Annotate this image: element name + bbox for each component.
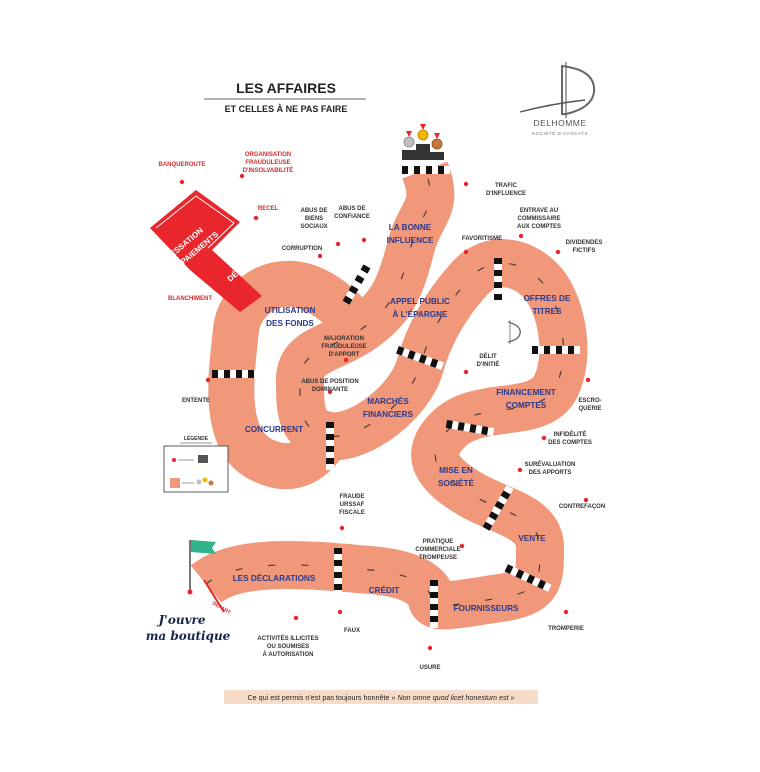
red-annotations: BANQUEROUTE ORGANISATION FRAUDULEUSE D'I…: [158, 152, 293, 302]
ann-entrave-3: AUX COMPTES: [517, 224, 561, 230]
ann-favoritisme: FAVORITISME: [462, 236, 502, 242]
page-subtitle: ET CELLES À NE PAS FAIRE: [225, 104, 348, 114]
square-bonne-influence-1: LA BONNE: [389, 223, 432, 232]
ann-corruption: CORRUPTION: [282, 246, 322, 252]
ann-activites-2: OU SOUMISES: [267, 644, 309, 650]
handwriting-line2: ma boutique: [146, 629, 231, 643]
ann-entente: ENTENTE: [182, 398, 210, 404]
square-marches-2: FINANCIERS: [363, 410, 414, 419]
legend-box: LÉGENDE: [163, 434, 229, 493]
ann-abus-biens-2: BIENS: [305, 216, 323, 222]
ann-tromperie: TROMPERIE: [548, 626, 584, 632]
ann-organisation-1: ORGANISATION: [245, 152, 291, 158]
ann-pratique-1: PRATIQUE: [423, 539, 454, 545]
ann-entrave-1: ENTRAVE AU: [520, 208, 558, 214]
page-title: LES AFFAIRES: [236, 80, 336, 96]
legend-square-icon: [170, 478, 180, 488]
logo-tagline: SOCIÉTÉ D'AVOCATS: [532, 130, 588, 136]
ann-fraude-1: FRAUDE: [340, 494, 365, 500]
square-appel-public-1: APPEL PUBLIC: [390, 297, 450, 306]
square-appel-public-2: À L'ÉPARGNE: [392, 309, 448, 319]
annotations: TRAFIC D'INFLUENCE ENTRAVE AU COMMISSAIR…: [182, 183, 605, 671]
ann-infidelite-1: INFIDÉLITÉ: [554, 430, 587, 438]
square-offres-2: TITRES: [532, 307, 562, 316]
ann-entrave-2: COMMISSAIRE: [517, 216, 560, 222]
podium-icon: [402, 124, 444, 160]
delhomme-logo: DELHOMME SOCIÉTÉ D'AVOCATS: [519, 62, 596, 136]
footer-text: Ce qui est permis n'est pas toujours hon…: [247, 693, 514, 702]
ann-fraude-3: FISCALE: [339, 510, 365, 516]
mini-logo-icon: [507, 320, 521, 344]
square-marches-1: MARCHÉS: [367, 396, 409, 406]
ann-abus-position-1: ABUS DE POSITION: [301, 379, 358, 385]
legend-title: LÉGENDE: [184, 434, 209, 442]
flag-icon: [187, 540, 216, 595]
ann-majoration-2: FRAUDULEUSE: [321, 344, 366, 350]
footer-banner: Ce qui est permis n'est pas toujours hon…: [224, 690, 538, 704]
ann-infidelite-2: DES COMPTES: [548, 440, 592, 446]
ann-trafic-2: D'INFLUENCE: [486, 191, 526, 197]
ann-usure: USURE: [419, 665, 440, 671]
square-labels: LA BONNE INFLUENCE UTILISATION DES FONDS…: [233, 223, 571, 613]
ann-activites-3: À AUTORISATION: [263, 651, 314, 658]
ann-surevaluation-2: DES APPORTS: [529, 470, 572, 476]
ann-organisation-3: D'INSOLVABILITÉ: [243, 166, 294, 174]
ann-escroquerie-2: QUERIE: [578, 406, 601, 412]
square-financement-2: COMPTES: [506, 401, 547, 410]
ann-dividendes-1: DIVIDENDES: [566, 240, 603, 246]
ann-majoration-3: D'APPORT: [329, 352, 360, 358]
ann-faux: FAUX: [344, 628, 360, 634]
square-fournisseurs: FOURNISSEURS: [453, 604, 519, 613]
ann-escroquerie-1: ESCRO-: [578, 398, 601, 404]
legend-court-icon: [198, 455, 208, 463]
ann-pratique-3: TROMPEUSE: [419, 555, 457, 561]
ann-surevaluation-1: SURÉVALUATION: [525, 460, 576, 468]
ann-organisation-2: FRAUDULEUSE: [245, 160, 290, 166]
ann-contrefacon: CONTREFAÇON: [559, 504, 605, 510]
ann-abus-confiance-2: CONFIANCE: [334, 214, 370, 220]
ann-majoration-1: MAJORATION: [324, 336, 364, 342]
square-concurrent: CONCURRENT: [245, 425, 303, 434]
square-utilisation-1: UTILISATION: [265, 306, 316, 315]
square-bonne-influence-2: INFLUENCE: [387, 236, 434, 245]
logo-name: DELHOMME: [533, 118, 586, 128]
penalty-zone: CESSATION DES PAIEMENTS DÉFICIT: [150, 190, 262, 312]
ann-recel: RECEL: [258, 206, 279, 212]
ann-banqueroute: BANQUEROUTE: [158, 162, 205, 168]
legend-pin-icon: [172, 458, 176, 462]
ann-delit-initie-2: D'INITIÉ: [477, 360, 500, 368]
square-mise-en-societe-2: SOCIÉTÉ: [438, 478, 474, 488]
ann-abus-confiance-1: ABUS DE: [338, 206, 365, 212]
square-financement-1: FINANCEMENT: [496, 388, 556, 397]
ann-abus-biens-1: ABUS DE: [300, 208, 327, 214]
ann-activites-1: ACTIVITÉS ILLICITES: [257, 634, 318, 642]
square-vente: VENTE: [518, 534, 546, 543]
ann-abus-biens-3: SOCIAUX: [300, 224, 327, 230]
ann-abus-position-2: DOMINANTE: [312, 387, 348, 393]
annotation-pins: [179, 173, 591, 651]
square-utilisation-2: DES FONDS: [266, 319, 314, 328]
ann-delit-initie-1: DÉLIT: [479, 352, 497, 360]
ann-blanchiment: BLANCHIMENT: [168, 296, 212, 302]
square-offres-1: OFFRES DE: [524, 294, 571, 303]
ann-pratique-2: COMMERCIALE: [415, 547, 460, 553]
square-mise-en-societe-1: MISE EN: [439, 466, 473, 475]
square-declarations: LES DÉCLARATIONS: [233, 573, 316, 583]
ann-fraude-2: URSSAF: [340, 502, 365, 508]
ann-dividendes-2: FICTIFS: [573, 248, 596, 254]
square-credit: CRÉDIT: [369, 585, 399, 595]
checkered-dividers: [212, 166, 580, 628]
ann-trafic-1: TRAFIC: [495, 183, 518, 189]
handwriting-line1: J'ouvre: [156, 613, 205, 627]
